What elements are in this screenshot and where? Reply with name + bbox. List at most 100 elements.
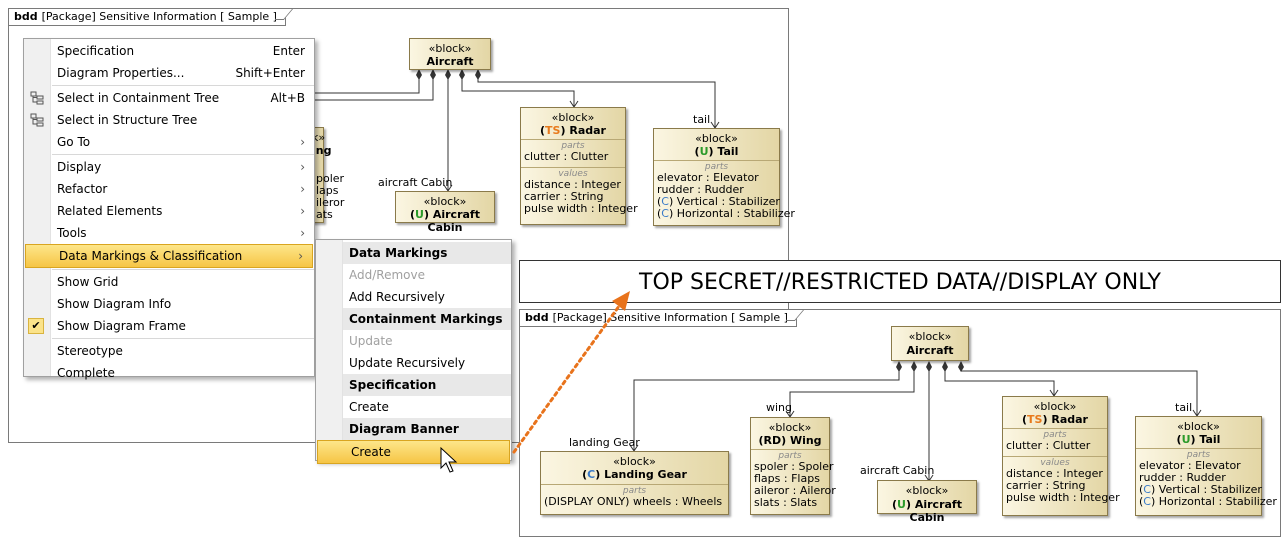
attribute: rudder : Rudder bbox=[1139, 471, 1226, 484]
menu-item-specification-create[interactable]: Create bbox=[349, 400, 389, 414]
menu-item-show-diagram-info[interactable]: Show Diagram Info bbox=[24, 293, 314, 315]
section-header-specification: Specification bbox=[342, 374, 511, 396]
tail-role-label: tail bbox=[693, 113, 711, 126]
attribute: carrier : String bbox=[524, 190, 604, 203]
menu-label: Show Diagram Frame bbox=[57, 319, 186, 333]
attribute: slats : Slats bbox=[754, 496, 818, 509]
bottom-aircraft-block[interactable]: «block» Aircraft bbox=[891, 326, 969, 361]
attribute: Horizontal : Stabilizer bbox=[673, 207, 795, 220]
menu-item-banner-create[interactable]: Create bbox=[317, 440, 510, 464]
menu-item-update-recursively[interactable]: Update Recursively bbox=[349, 356, 466, 370]
diagram-kind: bdd bbox=[14, 10, 38, 23]
attribute: Vertical : Stabilizer bbox=[673, 195, 780, 208]
chevron-right-icon: › bbox=[300, 204, 305, 218]
mouse-cursor-icon bbox=[440, 446, 458, 473]
section-title: parts bbox=[751, 449, 829, 461]
attribute: elevator : Elevator bbox=[657, 171, 759, 184]
menu-item-related-elements[interactable]: Related Elements› bbox=[24, 200, 314, 222]
cabin-role-label-bottom: aircraft Cabin bbox=[860, 464, 935, 477]
menu-item-select-structure[interactable]: Select in Structure Tree bbox=[24, 109, 314, 131]
structure-tree-icon bbox=[30, 113, 44, 127]
separator bbox=[52, 269, 314, 270]
menu-item-show-grid[interactable]: Show Grid bbox=[24, 271, 314, 293]
shortcut: Enter bbox=[272, 44, 305, 58]
landing-role-label: landing Gear bbox=[569, 436, 640, 449]
bottom-wing-block[interactable]: «block» (RD) Wing parts spoler : Spoler … bbox=[750, 417, 836, 515]
classification-tag: RD bbox=[763, 434, 782, 447]
bottom-cabin-block[interactable]: «block» (U) Aircraft Cabin bbox=[877, 480, 977, 524]
stereotype: «block» bbox=[695, 132, 738, 145]
menu-label: Go To bbox=[57, 135, 91, 149]
bottom-radar-block[interactable]: «block» (TS) Radar parts clutter : Clutt… bbox=[1002, 396, 1120, 516]
section-title: values bbox=[1003, 456, 1107, 468]
diagram-title: [Package] Sensitive Information [ Sample… bbox=[41, 10, 277, 23]
attribute: clutter : Clutter bbox=[524, 150, 609, 163]
tail-role-label-bottom: tail bbox=[1175, 401, 1193, 414]
menu-item-select-containment[interactable]: Select in Containment Tree Alt+B bbox=[24, 87, 314, 109]
chevron-right-icon: › bbox=[300, 135, 305, 149]
menu-label: Stereotype bbox=[57, 344, 123, 358]
menu-item-show-diagram-frame[interactable]: ✔ Show Diagram Frame bbox=[24, 315, 314, 337]
block-name: Radar bbox=[565, 124, 606, 137]
chevron-right-icon: › bbox=[298, 249, 303, 263]
section-title: parts bbox=[1003, 428, 1107, 440]
menu-item-diagram-properties[interactable]: Diagram Properties...Shift+Enter bbox=[24, 62, 314, 84]
stereotype: «block» bbox=[428, 42, 472, 55]
attribute: poler bbox=[316, 172, 345, 185]
attribute: elevator : Elevator bbox=[1139, 459, 1241, 472]
attribute: aileror : Aileror bbox=[754, 484, 836, 497]
section-title: parts bbox=[541, 484, 728, 496]
chevron-right-icon: › bbox=[300, 182, 305, 196]
shortcut: Shift+Enter bbox=[235, 66, 305, 80]
menu-item-update[interactable]: Update bbox=[349, 334, 393, 348]
menu-item-add-recursively[interactable]: Add Recursively bbox=[349, 290, 445, 304]
block-name: Radar bbox=[1047, 413, 1088, 426]
stereotype: «block» bbox=[551, 111, 595, 124]
classification-tag: U bbox=[897, 498, 906, 511]
attribute: clutter : Clutter bbox=[1006, 439, 1091, 452]
menu-item-data-markings[interactable]: Data Markings & Classification› bbox=[25, 244, 313, 268]
menu-item-add-remove[interactable]: Add/Remove bbox=[349, 268, 425, 282]
attribute: (DISPLAY ONLY) wheels : Wheels bbox=[544, 495, 723, 508]
menu-label: Select in Containment Tree bbox=[57, 91, 220, 105]
section-header-data-markings: Data Markings bbox=[342, 242, 511, 264]
bottom-landing-gear-block[interactable]: «block» (C) Landing Gear parts (DISPLAY … bbox=[540, 451, 729, 515]
shortcut: Alt+B bbox=[270, 91, 305, 105]
block-name: Aircraft Cabin bbox=[909, 498, 962, 524]
top-radar-block[interactable]: «block» (TS) Radar parts clutter : Clutt… bbox=[520, 107, 638, 225]
menu-label: Select in Structure Tree bbox=[57, 113, 198, 127]
menu-item-go-to[interactable]: Go To › bbox=[24, 131, 314, 153]
section-title: values bbox=[521, 167, 625, 179]
top-aircraft-block[interactable]: «block» Aircraft bbox=[409, 38, 491, 70]
attribute: distance : Integer bbox=[524, 178, 621, 191]
menu-item-refactor[interactable]: Refactor› bbox=[24, 178, 314, 200]
stereotype: «block» bbox=[613, 455, 656, 468]
block-name: Aircraft bbox=[426, 55, 474, 68]
top-tail-block[interactable]: «block» (U) Tail parts elevator : Elevat… bbox=[653, 128, 795, 226]
stereotype-fragment: k» bbox=[312, 131, 326, 144]
attribute: ats bbox=[316, 208, 333, 221]
classification-tag: U bbox=[415, 208, 424, 221]
top-cabin-block[interactable]: «block» (U) Aircraft Cabin bbox=[395, 191, 495, 234]
section-title: parts bbox=[1136, 448, 1261, 460]
menu-label: Show Diagram Info bbox=[57, 297, 172, 311]
block-name: Aircraft bbox=[906, 344, 954, 357]
menu-item-display[interactable]: Display› bbox=[24, 156, 314, 178]
menu-item-tools[interactable]: Tools› bbox=[24, 222, 314, 244]
stereotype: «block» bbox=[905, 484, 949, 497]
data-markings-submenu: Data Markings Add/Remove Add Recursively… bbox=[315, 239, 512, 464]
top-diagram-tab: bdd[Package] Sensitive Information [ Sam… bbox=[9, 9, 286, 26]
menu-label: Tools bbox=[57, 226, 87, 240]
menu-item-complete[interactable]: Complete bbox=[24, 362, 314, 384]
chevron-right-icon: › bbox=[300, 160, 305, 174]
menu-item-stereotype[interactable]: Stereotype bbox=[24, 340, 314, 362]
menu-label: Show Grid bbox=[57, 275, 119, 289]
classification-tag: C bbox=[587, 468, 596, 481]
bottom-tail-block[interactable]: «block» (U) Tail parts elevator : Elevat… bbox=[1135, 416, 1277, 516]
stereotype: «block» bbox=[1177, 420, 1220, 433]
